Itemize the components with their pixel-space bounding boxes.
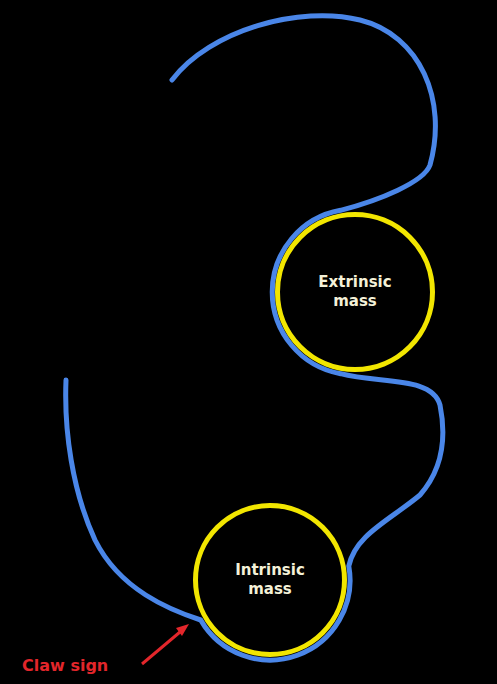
mass-circle: Extrinsic mass [275,212,435,372]
leader-arrow [142,632,180,664]
organ-contour [66,16,443,660]
sign-label: Claw sign [22,656,108,675]
mass-label: Extrinsic mass [307,273,403,312]
mass-label: Intrinsic mass [222,561,318,600]
circle-shape [196,506,345,655]
circle-shape [278,215,433,370]
arrow-head [176,624,189,636]
mass-circle: Intrinsic mass [193,503,347,657]
